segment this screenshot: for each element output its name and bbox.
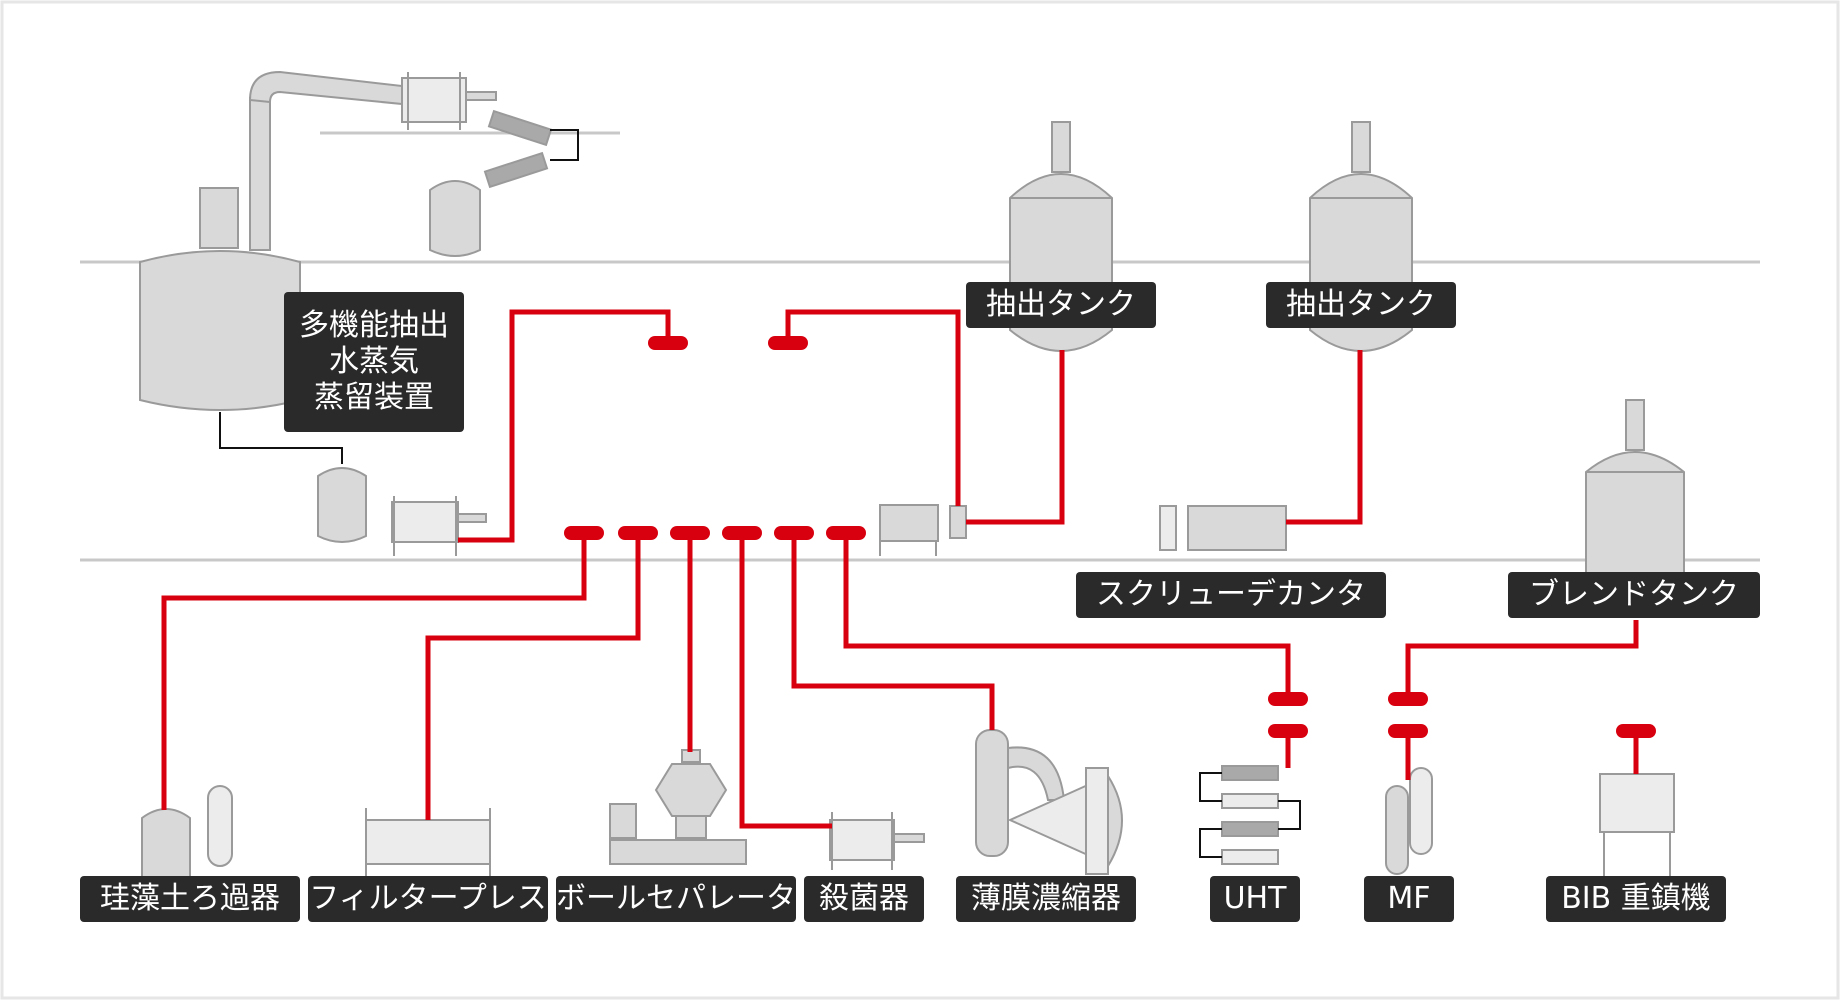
blend-tank [1585, 399, 1685, 605]
still-vapor-pipe [249, 97, 271, 251]
still-vapor-duct [248, 70, 403, 106]
ball-separator-base [609, 839, 747, 865]
screw-decanter-body [1187, 505, 1287, 551]
label-blend-tank: ブレンドタンク [1508, 572, 1760, 618]
label-filter-press: フィルタープレス [308, 876, 548, 922]
pipe-top-header-to-pump [785, 309, 961, 506]
still-pump [391, 501, 459, 543]
filter-press-body [365, 819, 491, 865]
cooler-connector-pipe [550, 129, 579, 161]
sterilizer [829, 812, 925, 870]
steam-distillation-still [139, 70, 553, 556]
label-steam-distillation-still: 多機能抽出 水蒸気 蒸留装置 [284, 292, 464, 432]
connector-mf-lower [1388, 724, 1428, 738]
bib-filler [1599, 773, 1675, 880]
connector-bib [1616, 724, 1656, 738]
transfer-pump-body [879, 504, 939, 542]
evaporator-vapor-bend [1007, 746, 1066, 801]
pipe-header-to-filter-press [425, 532, 641, 820]
cooler-lower [483, 151, 549, 189]
pipe-connectors [564, 336, 1656, 738]
pipe-header-to-diatomaceous-filter [161, 532, 587, 810]
screw-decanter-motor [1159, 505, 1177, 551]
condenser-drum [401, 77, 467, 123]
connector-header-5 [774, 526, 814, 540]
pipe-pump-to-extraction-tank-1 [966, 350, 1065, 525]
connector-top-right [768, 336, 808, 350]
receiver-tank [429, 180, 481, 257]
evaporator-column [975, 729, 1009, 857]
still-pump-shaft [457, 513, 487, 523]
connector-header-3 [670, 526, 710, 540]
uht-unit [1221, 765, 1279, 865]
ball-separator [609, 749, 747, 865]
diatomaceous-filter [141, 785, 233, 881]
thin-film-evaporator [975, 729, 1123, 875]
cooler-upper [487, 109, 553, 147]
connector-header-1 [564, 526, 604, 540]
pipe-header-to-sterilizer [739, 532, 832, 829]
filter-press [365, 808, 491, 878]
condenser-outlet [465, 91, 497, 101]
screw-decanter [1159, 505, 1287, 551]
uht-tube-1 [1221, 765, 1279, 781]
diatomaceous-filter-precoat [207, 785, 233, 867]
uht-tube-3 [1221, 821, 1279, 837]
process-pipes [161, 309, 1639, 829]
label-diatomaceous-filter: 珪藻土ろ過器 [80, 876, 300, 922]
still-drain-pipe [219, 412, 343, 464]
label-still-line-1: 多機能抽出 [299, 308, 449, 343]
bib-filler-head [1599, 773, 1675, 833]
pipe-still-to-top-header [458, 309, 671, 543]
blend-tank-agitator [1625, 399, 1645, 451]
connector-header-6 [826, 526, 866, 540]
extraction-tank-1-agitator [1051, 121, 1071, 173]
evaporator-endcap [1107, 772, 1123, 870]
connector-uht-upper [1268, 692, 1308, 706]
transfer-pump [879, 504, 967, 556]
connector-top-left [648, 336, 688, 350]
label-uht: UHT [1210, 876, 1300, 922]
connector-uht-lower [1268, 724, 1308, 738]
mf-column-1 [1385, 785, 1409, 875]
pipe-blend-to-mf [1405, 620, 1639, 698]
mf-unit [1385, 767, 1433, 875]
uht-connecting-pipes [1199, 772, 1301, 858]
still-receiver-tank [317, 467, 367, 543]
sterilizer-body [829, 819, 895, 861]
label-extraction-tank-1: 抽出タンク [966, 282, 1156, 328]
pipe-decanter-to-extraction-tank-2 [1286, 350, 1363, 525]
label-bib-filler: BIB 重鎮機 [1546, 876, 1726, 922]
label-extraction-tank-2: 抽出タンク [1266, 282, 1456, 328]
evaporator-shell [1085, 767, 1109, 875]
transfer-pump-coupling [949, 505, 967, 539]
pipe-header-to-uht [843, 532, 1291, 698]
pipe-header-to-evaporator [791, 532, 995, 730]
still-vessel [139, 250, 301, 411]
label-thin-film-evaporator: 薄膜濃縮器 [956, 876, 1136, 922]
sterilizer-shaft [893, 833, 925, 843]
uht-tube-4 [1221, 849, 1279, 865]
connector-mf-upper [1388, 692, 1428, 706]
connector-header-2 [618, 526, 658, 540]
label-still-line-2: 水蒸気 [329, 344, 419, 379]
uht-tube-2 [1221, 793, 1279, 809]
connector-header-4 [722, 526, 762, 540]
label-sterilizer: 殺菌器 [804, 876, 924, 922]
label-mf: MF [1364, 876, 1454, 922]
extraction-tank-2-agitator [1351, 121, 1371, 173]
label-ball-separator: ボールセパレータ [556, 876, 796, 922]
diatomaceous-filter-main [141, 808, 191, 881]
still-chimney [199, 187, 239, 249]
label-screw-decanter: スクリューデカンタ [1076, 572, 1386, 618]
label-still-line-3: 蒸留装置 [314, 380, 434, 415]
ball-separator-motor [609, 803, 637, 839]
ball-separator-neck [675, 815, 707, 839]
ball-separator-bowl [654, 763, 728, 817]
mf-column-2 [1409, 767, 1433, 855]
